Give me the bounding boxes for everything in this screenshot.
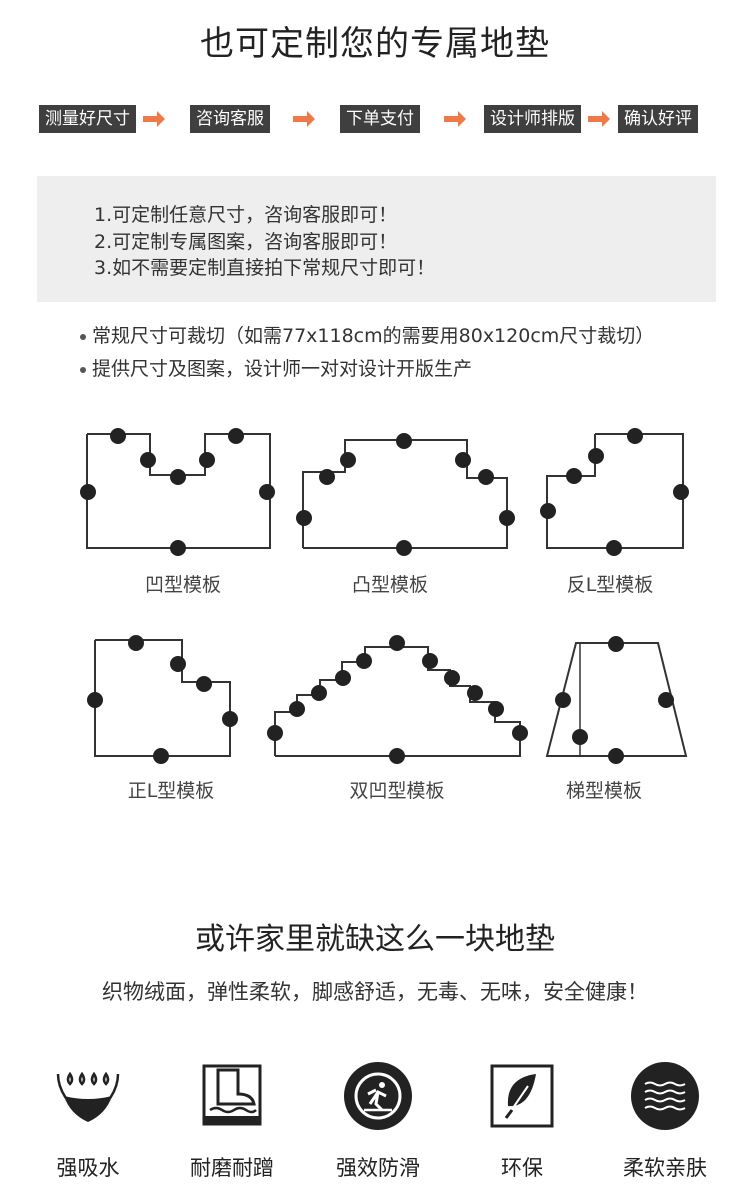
feature-label: 耐磨耐蹭 <box>190 1156 274 1180</box>
caption-reverse-l: 反L型模板 <box>566 574 654 596</box>
concave-template-shape <box>86 433 271 549</box>
arrow-icon <box>143 111 165 127</box>
arrow-icon <box>588 111 610 127</box>
feature-label: 柔软亲肤 <box>623 1156 707 1180</box>
bullet-icon <box>80 366 86 373</box>
l-template-shape <box>94 639 231 757</box>
bullet-icon <box>80 333 86 340</box>
step-measure: 测量好尺寸 <box>39 105 136 133</box>
feature-absorbent: 强吸水 <box>28 1060 148 1182</box>
note-line: 3.如不需要定制直接拍下常规尺寸即可！ <box>94 257 436 279</box>
arrow-icon <box>444 111 466 127</box>
step-design: 设计师排版 <box>484 105 581 133</box>
note-line: 2.可定制专属图案，咨询客服即可！ <box>94 231 398 253</box>
step-review: 确认好评 <box>618 105 698 133</box>
convex-template-shape <box>302 439 508 549</box>
bullet-list: 常规尺寸可裁切（如需77x118cm的需要用80x120cm尺寸裁切） 提供尺寸… <box>80 320 654 386</box>
page-title: 也可定制您的专属地垫 <box>200 24 550 64</box>
note-line: 1.可定制任意尺寸，咨询客服即可！ <box>94 204 398 226</box>
boot-wear-icon <box>202 1064 262 1126</box>
feature-anti-slip: 强效防滑 <box>318 1060 438 1182</box>
custom-notes-box: 1.可定制任意尺寸，咨询客服即可！ 2.可定制专属图案，咨询客服即可！ 3.如不… <box>37 176 716 302</box>
step-consult: 咨询客服 <box>190 105 270 133</box>
caption-l: 正L型模板 <box>127 780 215 802</box>
caption-trapezoid: 梯型模板 <box>565 780 642 802</box>
leaf-icon <box>490 1064 554 1128</box>
step-pay: 下单支付 <box>340 105 420 133</box>
bullet-item: 提供尺寸及图案，设计师一对对设计开版生产 <box>80 353 654 386</box>
section-heading: 或许家里就缺这么一块地垫 <box>195 922 555 957</box>
section-subtitle: 织物绒面，弹性柔软，脚感舒适，无毒、无味，安全健康！ <box>102 980 648 1004</box>
feature-label: 环保 <box>501 1156 543 1180</box>
reverse-l-template-shape <box>546 433 684 549</box>
trapezoid-template-shape <box>545 642 688 757</box>
water-drops-icon <box>56 1071 120 1122</box>
arrow-icon <box>293 111 315 127</box>
feature-soft: 柔软亲肤 <box>605 1060 725 1182</box>
soft-waves-icon <box>631 1062 699 1130</box>
template-diagrams <box>80 428 689 764</box>
bullet-item: 常规尺寸可裁切（如需77x118cm的需要用80x120cm尺寸裁切） <box>80 320 654 353</box>
caption-convex: 凸型模板 <box>351 574 428 596</box>
feature-eco: 环保 <box>462 1060 582 1182</box>
process-steps: 测量好尺寸 咨询客服 下单支付 设计师排版 确认好评 <box>0 105 750 133</box>
double-concave-template-shape <box>274 646 521 757</box>
feature-wear-resistant: 耐磨耐蹭 <box>172 1060 292 1182</box>
feature-label: 强吸水 <box>56 1156 120 1180</box>
anti-slip-icon <box>344 1062 412 1130</box>
caption-double-concave: 双凹型模板 <box>349 780 445 802</box>
caption-concave: 凹型模板 <box>144 574 221 596</box>
feature-label: 强效防滑 <box>336 1156 420 1180</box>
